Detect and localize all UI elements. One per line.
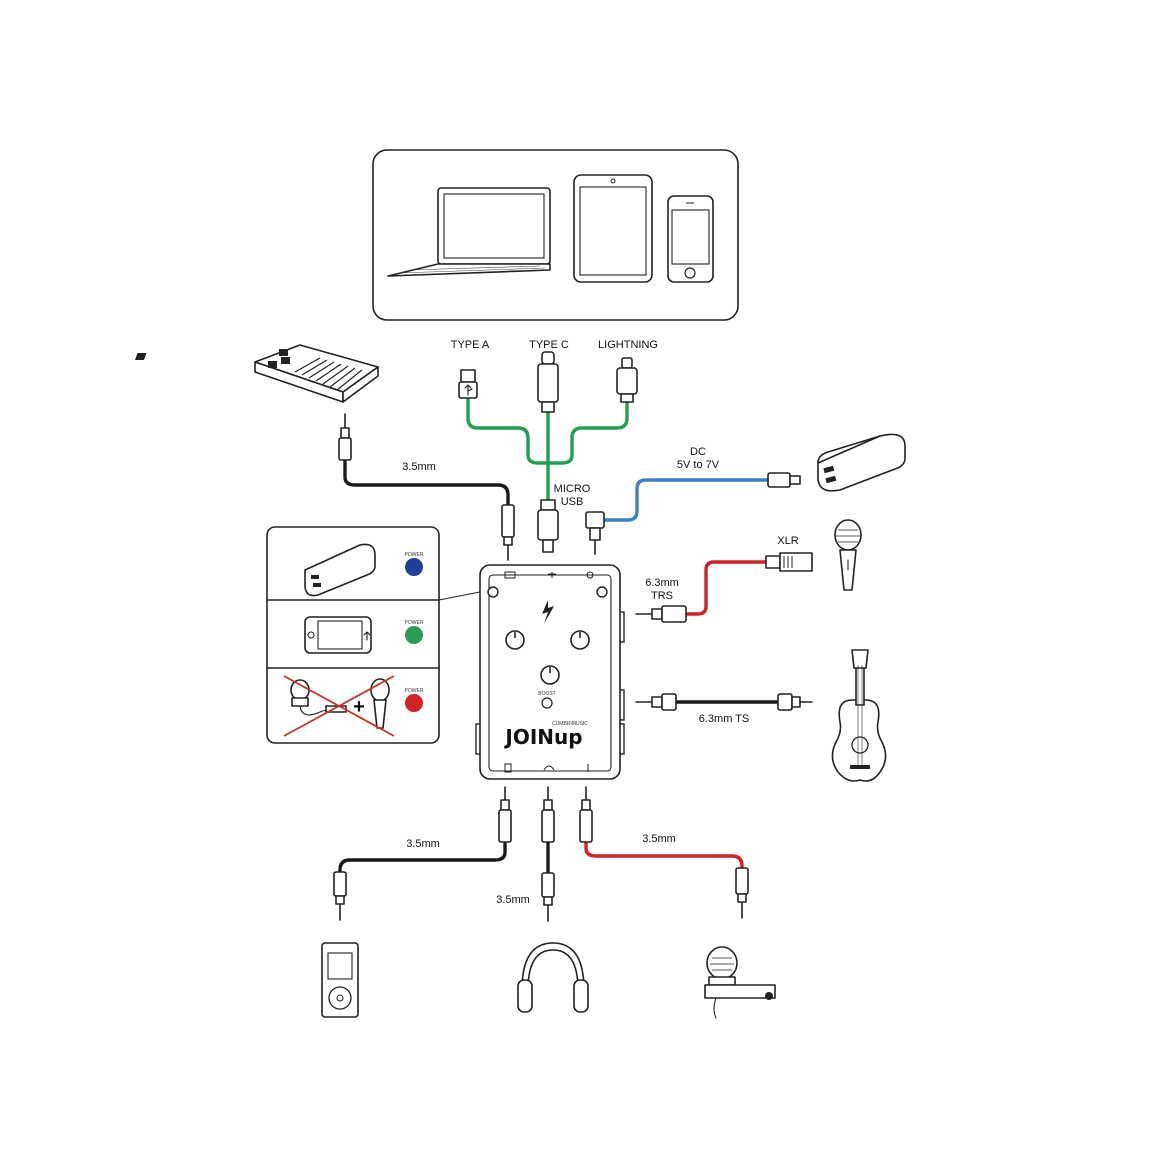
- power-mode-panel: POWER POWER + POWER: [266, 526, 491, 744]
- plug-down-left: [498, 786, 512, 843]
- power-led-green: [405, 626, 423, 644]
- xlr-label: XLR: [777, 535, 798, 547]
- micro-usb-plug: [537, 499, 559, 553]
- xlr-cable: [683, 560, 768, 616]
- usb-cable: [466, 396, 629, 502]
- ts-label: 6.3mm TS: [699, 713, 750, 725]
- host-devices-panel: [372, 149, 739, 321]
- status-led-indicator: [596, 586, 608, 598]
- plug-player: [333, 871, 347, 921]
- power-bank-icon-small: [304, 543, 376, 597]
- headphones-icon: [517, 942, 589, 1013]
- joinup-interface-device: BOOST JOINup CUMBRIMUSIC: [475, 564, 625, 780]
- power-led-red: [405, 694, 423, 712]
- power-led-indicator: [487, 586, 499, 598]
- ts-plug-left: [635, 693, 677, 711]
- dc-label: DC: [690, 446, 706, 458]
- dc-voltage-label: 5V to 7V: [677, 459, 720, 471]
- usb-label: USB: [561, 496, 584, 508]
- trs-label: TRS: [651, 590, 673, 602]
- power-label-1: POWER: [405, 552, 424, 558]
- plug-down-mid: [541, 786, 555, 843]
- trs-plug: [635, 605, 687, 623]
- power-led-blue: [405, 558, 423, 576]
- guitar-icon: [831, 649, 887, 782]
- tablet-icon: [573, 174, 653, 283]
- plug-lavalier: [735, 867, 749, 919]
- player-cable-label: 3.5mm: [406, 838, 440, 850]
- plug-headphones: [541, 872, 555, 922]
- micro-label: MICRO: [554, 483, 591, 495]
- laptop-icon: [387, 187, 551, 277]
- instrument-gain-knob[interactable]: [570, 630, 590, 650]
- midi-keyboard-icon: [134, 344, 379, 403]
- dc-cable: [602, 478, 770, 522]
- usb-type-c-plug: [537, 351, 559, 413]
- maker-label: CUMBRIMUSIC: [552, 721, 588, 727]
- bottom-cables: [338, 838, 744, 875]
- mp3-player-icon: [321, 942, 359, 1018]
- handheld-mic-icon-small: [370, 678, 390, 729]
- usb-power-plug: [767, 472, 801, 488]
- lightning-label: LIGHTNING: [598, 339, 658, 351]
- keyboard-cable: [343, 458, 510, 507]
- boost-button[interactable]: [541, 697, 553, 709]
- trs-size-label: 6.3mm: [645, 577, 679, 589]
- microphone-icon: [834, 519, 862, 591]
- lightning-plug: [616, 357, 638, 403]
- boost-label: BOOST: [538, 691, 556, 697]
- type-c-label: TYPE C: [529, 339, 569, 351]
- cross-line-2: [283, 675, 395, 737]
- dc-barrel-plug: [585, 511, 605, 555]
- xlr-plug: [765, 552, 813, 572]
- phone-landscape-icon: [304, 616, 372, 654]
- phone-icon: [667, 195, 714, 283]
- plus-sign: +: [353, 696, 365, 718]
- headphone-volume-knob[interactable]: [540, 665, 560, 685]
- brand-logo: JOINup: [503, 725, 582, 749]
- lavalier-mic-icon: [704, 946, 776, 1019]
- type-a-label: TYPE A: [451, 339, 490, 351]
- device-3-5mm-plug-top: [501, 504, 515, 561]
- power-bank-icon: [817, 433, 906, 492]
- ts-plug-right: [777, 693, 813, 711]
- power-label-2: POWER: [405, 620, 424, 626]
- lightning-bolt-icon: [542, 600, 554, 624]
- mic-gain-knob[interactable]: [505, 630, 525, 650]
- usb-type-a-plug: [458, 369, 478, 399]
- keyboard-cable-label: 3.5mm: [402, 461, 436, 473]
- headphones-cable-label: 3.5mm: [496, 894, 530, 906]
- power-label-3: POWER: [405, 688, 424, 694]
- plug-down-right: [579, 786, 593, 843]
- cross-icon: [283, 675, 395, 737]
- lavalier-cable-label: 3.5mm: [642, 833, 676, 845]
- keyboard-3-5mm-plug: [338, 413, 352, 461]
